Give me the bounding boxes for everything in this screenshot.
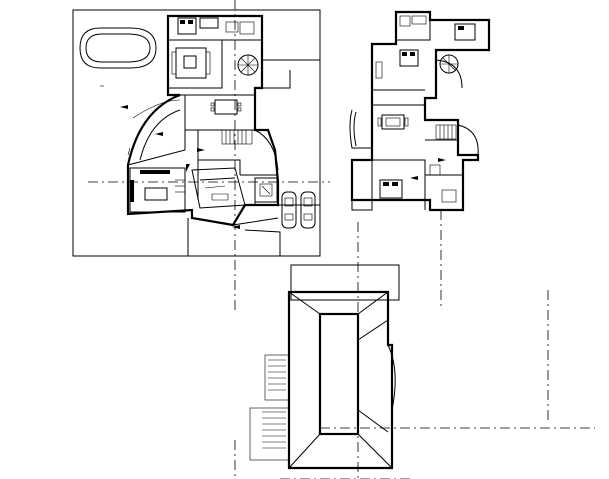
upper-floor-plan xyxy=(349,10,491,212)
ground-floor-plan xyxy=(72,9,321,257)
games-room xyxy=(129,167,186,213)
service-rooms xyxy=(254,177,278,203)
angled-wing xyxy=(191,167,246,209)
roof-curve xyxy=(387,344,396,411)
bathrooms-upper xyxy=(399,15,457,203)
roof-upper-deck xyxy=(290,264,400,301)
site-walls xyxy=(187,204,320,256)
roof-plan xyxy=(249,264,400,470)
roof-ridge-rectangle xyxy=(318,312,360,436)
west-terrace xyxy=(349,109,373,211)
level-markers xyxy=(120,105,240,229)
swimming-pool xyxy=(79,27,157,69)
curved-upper-wall xyxy=(435,59,463,89)
upper-level-markers xyxy=(410,158,446,180)
curved-wall-east xyxy=(254,129,279,171)
bedroom-furniture-ground xyxy=(177,17,255,35)
stair-run-ground xyxy=(221,129,253,145)
bedroom-furniture-upper xyxy=(375,23,476,199)
site-boundary xyxy=(72,9,321,257)
spiral-stair-upper xyxy=(439,54,459,74)
curved-wall xyxy=(139,109,181,161)
center-lines xyxy=(88,0,595,479)
annotation-ticks xyxy=(100,85,131,156)
curved-balcony xyxy=(457,124,479,156)
study-table-upper xyxy=(377,114,409,130)
roof-hip-lines xyxy=(288,291,393,469)
dining-table-ground xyxy=(210,99,242,115)
house-outline xyxy=(126,14,320,227)
cars xyxy=(281,191,316,229)
spiral-stair-north xyxy=(237,54,259,76)
stair-run-upper xyxy=(435,124,457,140)
roof-outline xyxy=(287,290,394,470)
roof-west-hatch xyxy=(249,354,290,461)
living-room-furniture xyxy=(171,47,211,79)
